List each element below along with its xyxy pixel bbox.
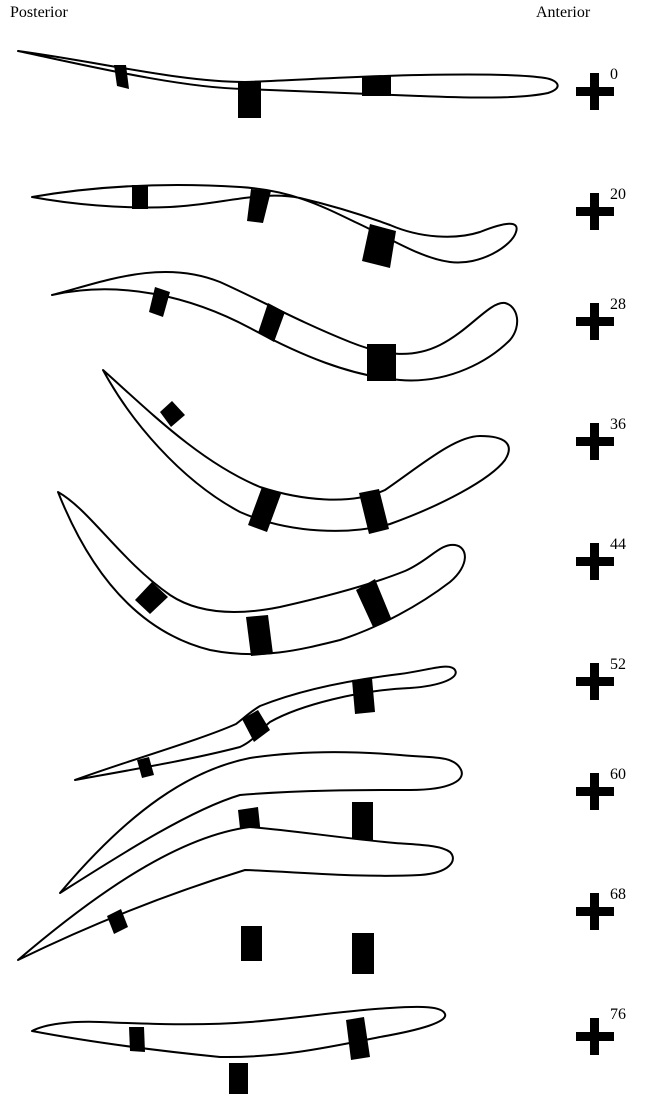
frame-0	[18, 51, 614, 118]
marker-band	[132, 185, 148, 209]
marker-band	[352, 933, 374, 974]
time-label-28: 28	[610, 296, 626, 314]
time-label-68: 68	[610, 886, 626, 904]
plus-icon	[576, 1018, 614, 1055]
time-label-44: 44	[610, 536, 626, 554]
frame-20	[32, 185, 614, 268]
marker-band	[367, 344, 396, 381]
marker-band	[352, 678, 375, 714]
marker-band	[129, 1027, 145, 1052]
marker-band	[229, 1063, 248, 1094]
plus-icon	[576, 543, 614, 580]
marker-band	[362, 76, 391, 96]
plus-icon	[576, 193, 614, 230]
plus-icon	[576, 423, 614, 460]
marker-band	[241, 926, 262, 961]
time-label-36: 36	[610, 416, 626, 434]
worm-body	[103, 370, 509, 531]
frame-76	[32, 1007, 614, 1094]
frame-28	[52, 272, 614, 381]
plus-icon	[576, 893, 614, 930]
frame-36	[103, 370, 614, 534]
marker-band	[362, 224, 396, 268]
marker-band	[238, 81, 261, 118]
worm-body	[32, 1007, 445, 1057]
time-label-20: 20	[610, 186, 626, 204]
plus-icon	[576, 303, 614, 340]
anterior-label: Anterior	[536, 4, 590, 22]
worm-body	[18, 827, 453, 960]
time-label-76: 76	[610, 1006, 626, 1024]
worm-body	[52, 272, 517, 380]
worm-body	[18, 51, 558, 98]
plus-icon	[576, 73, 614, 110]
plus-icon	[576, 773, 614, 810]
plus-icon	[576, 663, 614, 700]
time-label-52: 52	[610, 656, 626, 674]
time-label-0: 0	[610, 66, 618, 84]
worm-body	[32, 185, 517, 262]
posterior-label: Posterior	[10, 4, 68, 22]
time-label-60: 60	[610, 766, 626, 784]
marker-band	[247, 189, 271, 223]
